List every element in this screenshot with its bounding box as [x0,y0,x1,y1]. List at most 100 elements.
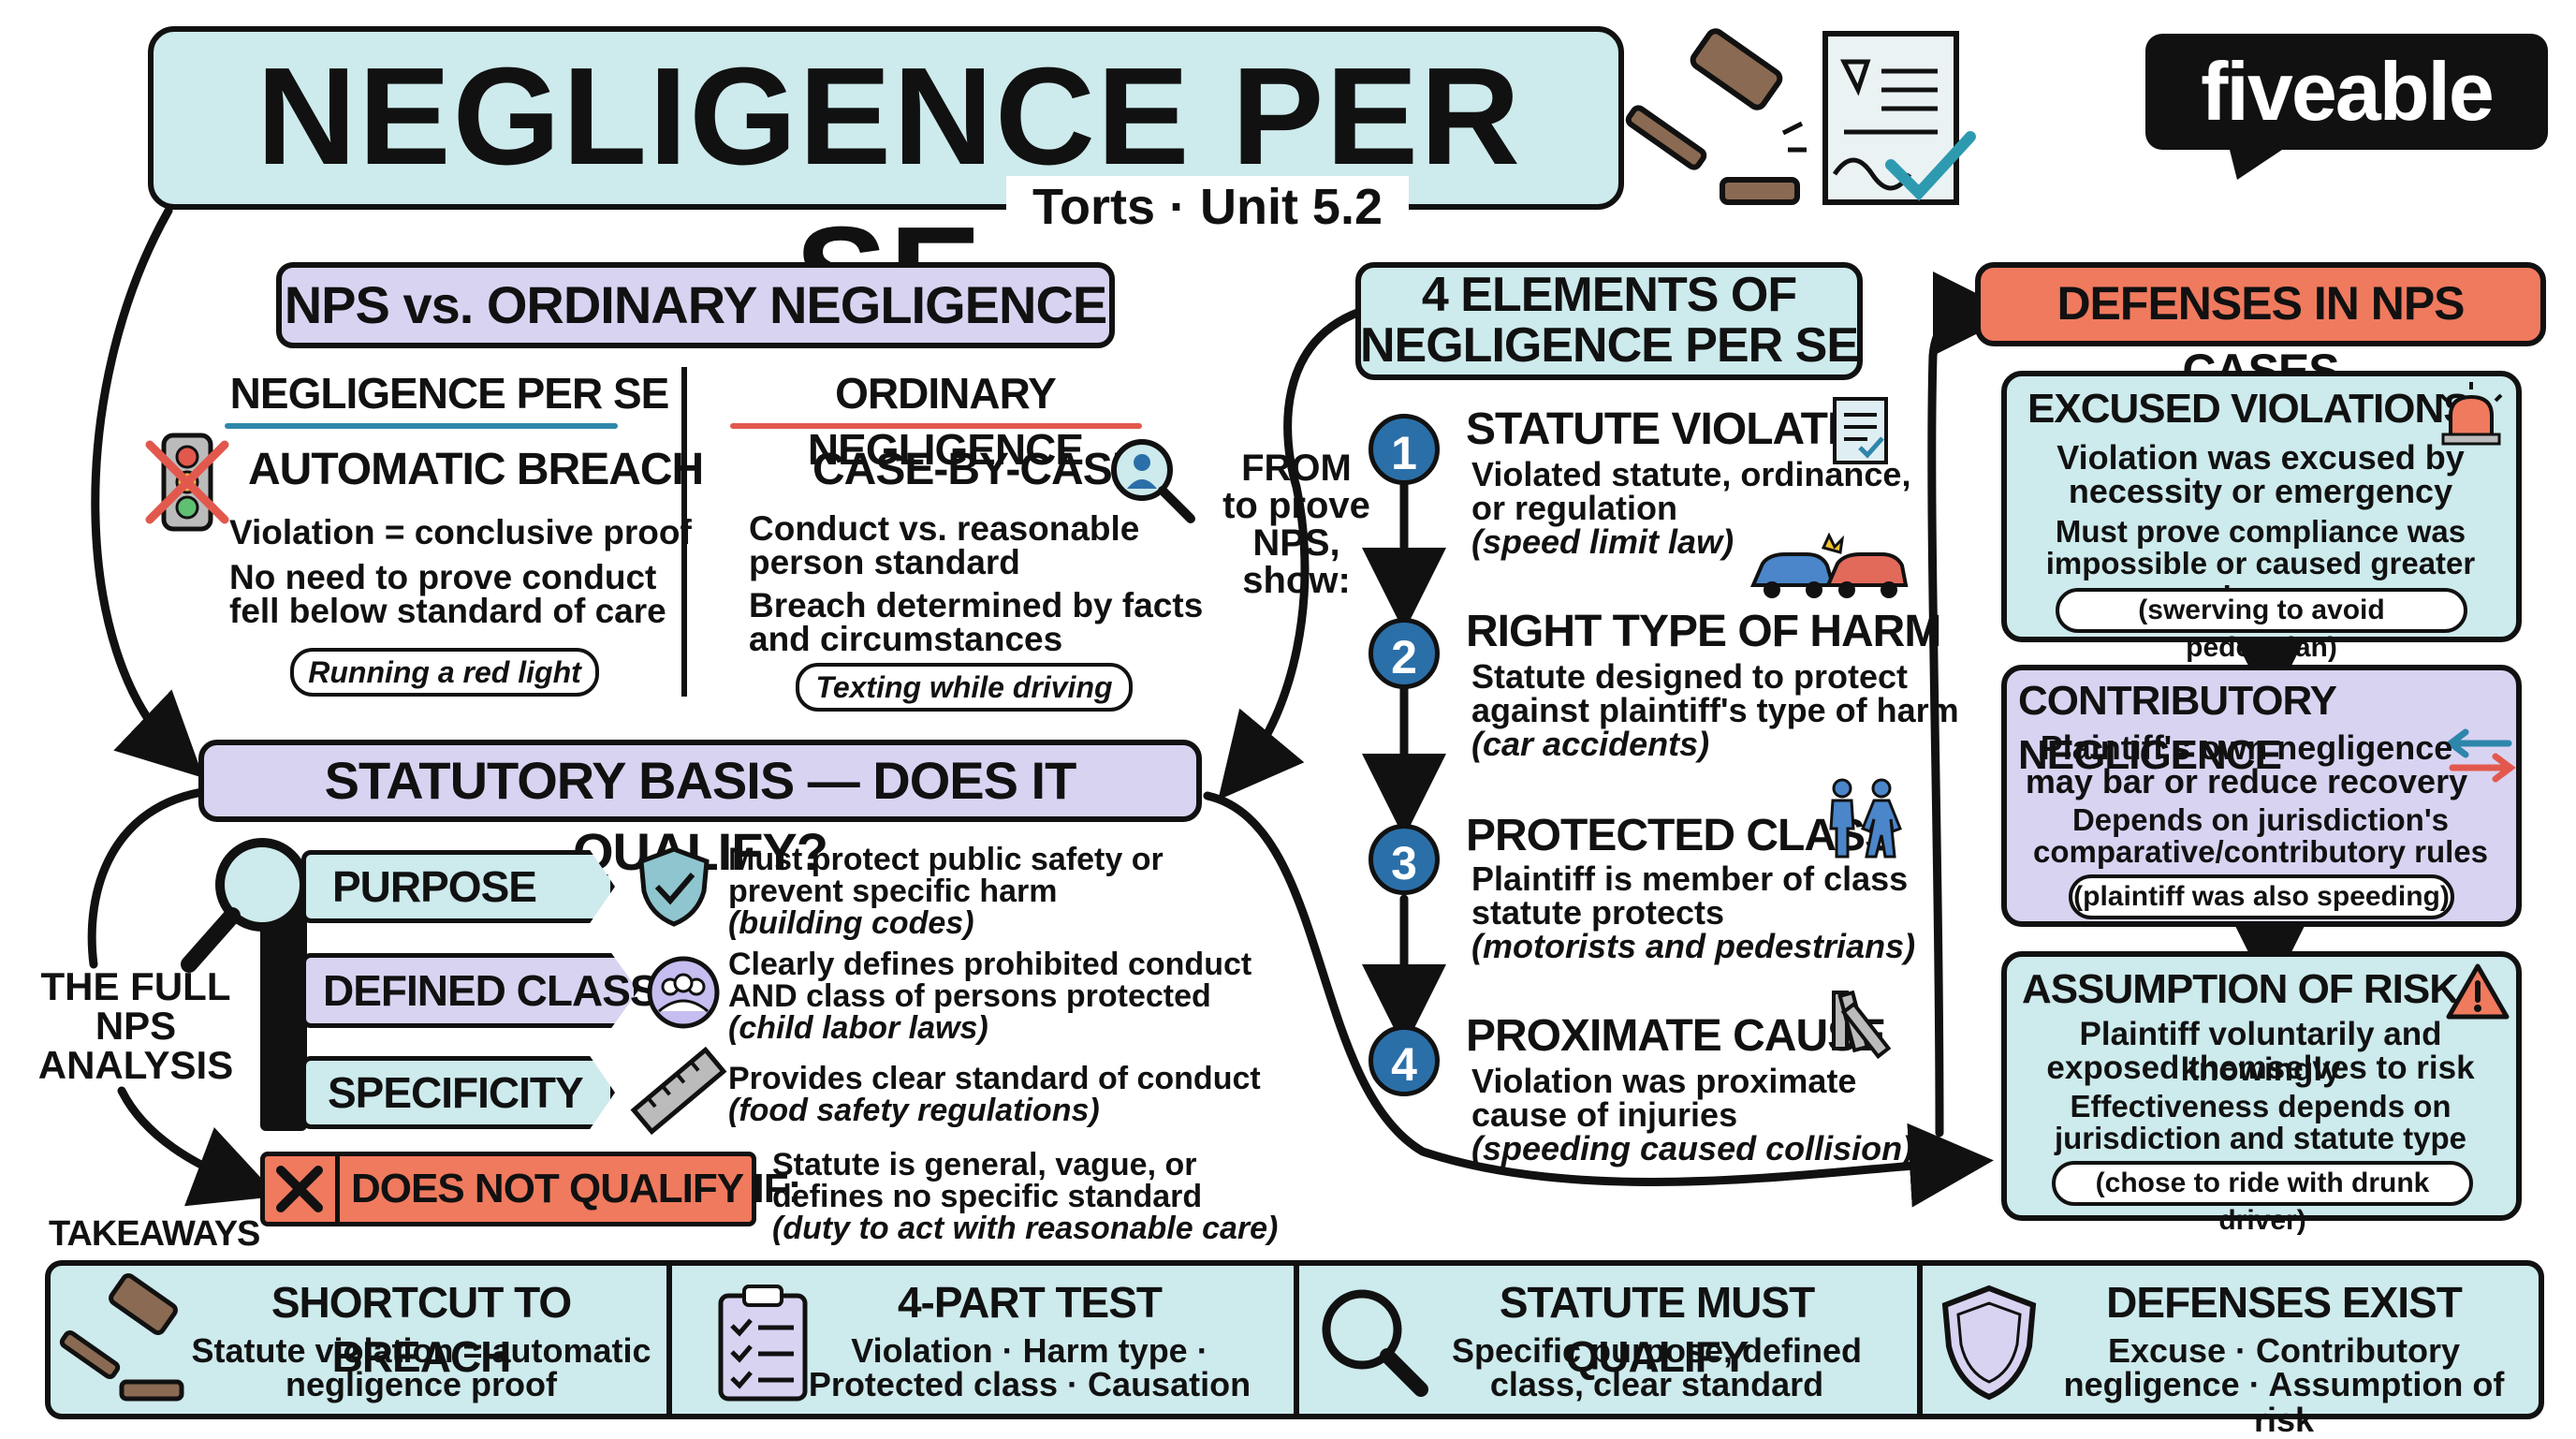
element-title-2: RIGHT TYPE OF HARM [1466,607,1941,656]
statutory-title-box [198,740,1202,822]
gavel-icon [59,1273,184,1402]
analysis-label-1: THE FULL [40,964,231,1008]
criteria-purpose [301,850,615,923]
element-desc-2a: Statute designed to protect [1471,657,1909,696]
takeaways-label: TAKEAWAYS [49,1214,260,1254]
document-check-icon [1822,31,1976,205]
not-qualify-x-divider [335,1152,340,1226]
element-title-3: PROTECTED CLASS [1466,811,1895,860]
brand-logo[interactable] [2145,34,2548,150]
takeaway-title-1: SHORTCUT TO BREACH [271,1278,572,1381]
emergency-light-icon [2439,382,2503,446]
logo-speech-tail [2228,142,2293,180]
nps-line2b: fell below standard of care [229,592,666,630]
specificity-desc-1: Provides clear standard of conduct [728,1061,1261,1096]
takeaway-desc-2a: Violation · Harm type · [851,1331,1208,1370]
arrow-elements-to-statutory [1218,304,1373,800]
defenses-title-box [1975,262,2546,346]
defense-extra-contributory-1: Depends on jurisdiction's [2071,802,2450,837]
element-example-2: (car accidents) [1471,725,1710,763]
from-label-3: NPS, [1252,522,1340,564]
ordinary-heading: ORDINARY NEGLIGENCE [807,369,1084,474]
purpose-example: (building codes) [728,905,974,941]
takeaway-desc-1a: Statute violation = automatic [191,1331,651,1370]
defense-title-assumption: ASSUMPTION OF RISK [2022,966,2459,1012]
nps-heading: NEGLIGENCE PER SE [229,369,670,418]
defense-extra-assumption-1: Effectiveness depends on [2070,1089,2452,1123]
element-desc-3b: statute protects [1471,893,1725,932]
criteria-purpose-label: PURPOSE [332,862,537,911]
takeaway-title-3: STATUTE MUST QUALIFY [1499,1278,1815,1381]
ordinary-sub: CASE-BY-CASE [812,445,1142,494]
clipboard-checklist-icon [718,1285,808,1402]
car-crash-icon [1749,532,1909,598]
not-qualify-example: (duty to act with reasonable care) [772,1211,1279,1246]
analysis-label-3: ANALYSIS [37,1043,234,1087]
gavel-icon [1625,28,1807,205]
criteria-defined-class-label: DEFINED CLASS [323,966,659,1015]
element-desc-3a: Plaintiff is member of class [1471,859,1909,898]
element-desc-1a: Violated statute, ordinance, [1471,455,1911,493]
defense-extra-contributory-2: comparative/contributory rules [2033,834,2488,869]
not-qualify-desc-2: defines no specific standard [772,1179,1203,1214]
defense-title-contributory: CONTRIBUTORY NEGLIGENCE [2018,678,2336,778]
from-label-1: FROM [1241,448,1352,489]
defense-example-contributory: (plaintiff was also speeding) [2069,874,2454,919]
element-desc-4a: Violation was proximate [1471,1062,1857,1100]
document-icon [1833,397,1888,464]
takeaway-title-4: DEFENSES EXIST [2106,1278,2463,1327]
defense-desc-contributory-1: Plaintiff's own negligence [2040,728,2453,767]
defense-desc-assumption-1: Plaintiff voluntarily and knowingly [2079,1016,2442,1088]
swap-arrows-icon [2445,728,2516,783]
element-number-1: 1 [1368,414,1440,485]
shield-check-icon [638,846,710,927]
close-icon [276,1166,323,1212]
traffic-light-icon [145,433,229,532]
specificity-example: (food safety regulations) [728,1093,1100,1128]
defense-example-excused: (swerving to avoid pedestrian) [2056,588,2467,663]
ordinary-example: Texting while driving [796,663,1133,712]
nps-line1: Violation = conclusive proof [229,513,692,551]
ordinary-heading-underline [730,423,1142,429]
nps-heading-underline [225,423,618,429]
defense-example-assumption: (chose to ride with drunk driver) [2052,1161,2473,1236]
takeaway-desc-3b: class, clear standard [1489,1365,1824,1403]
magnifier-icon [1322,1289,1428,1397]
not-qualify-label: DOES NOT QUALIFY IF: [351,1166,801,1211]
criteria-defined-class [301,953,638,1028]
nps-example: Running a red light [290,648,599,697]
from-label-4: show: [1242,560,1351,601]
takeaway-divider-1 [666,1264,672,1416]
nps-sub: AUTOMATIC BREACH [248,445,704,494]
defense-desc-assumption-2: exposed themselves to risk [2046,1050,2475,1086]
defined-class-desc-2: AND class of persons protected [728,978,1211,1014]
shield-icon [1941,1285,2037,1401]
element-number-2: 2 [1368,618,1440,689]
vertical-divider [681,367,687,697]
purpose-desc-1: Must protect public safety or [728,842,1164,877]
takeaway-divider-3 [1917,1264,1923,1416]
defense-extra-excused-1: Must prove compliance was [2055,514,2466,549]
defense-title-excused: EXCUSED VIOLATIONS [2027,386,2471,432]
elements-title-1: 4 ELEMENTS OF [1421,268,1797,322]
ordinary-line2b: and circumstances [749,620,1063,658]
analysis-label-2: NPS [95,1004,177,1048]
purpose-desc-2: prevent specific harm [728,874,1058,909]
criteria-specificity-label: SPECIFICITY [328,1068,584,1117]
page-subtitle: Torts · Unit 5.2 [1006,176,1409,238]
element-number-4: 4 [1368,1025,1440,1096]
element-example-4: (speeding caused collision) [1471,1129,1914,1167]
element-example-3: (motorists and pedestrians) [1471,927,1916,965]
element-number-3: 3 [1368,824,1440,895]
takeaway-desc-3a: Specific purpose, defined [1451,1331,1863,1370]
warning-icon [2446,963,2510,1020]
ordinary-line1a: Conduct vs. reasonable [749,509,1140,548]
magnifier-icon [181,838,309,973]
nps-line2a: No need to prove conduct [229,558,657,596]
defense-desc-contributory-2: may bar or reduce recovery [2025,762,2468,800]
brand-logo-text: fiveable [2201,45,2495,138]
takeaway-desc-4b: negligence · Assumption of risk [2063,1365,2505,1439]
element-title-4: PROXIMATE CAUSE [1466,1011,1886,1061]
ruler-icon [630,1046,727,1136]
